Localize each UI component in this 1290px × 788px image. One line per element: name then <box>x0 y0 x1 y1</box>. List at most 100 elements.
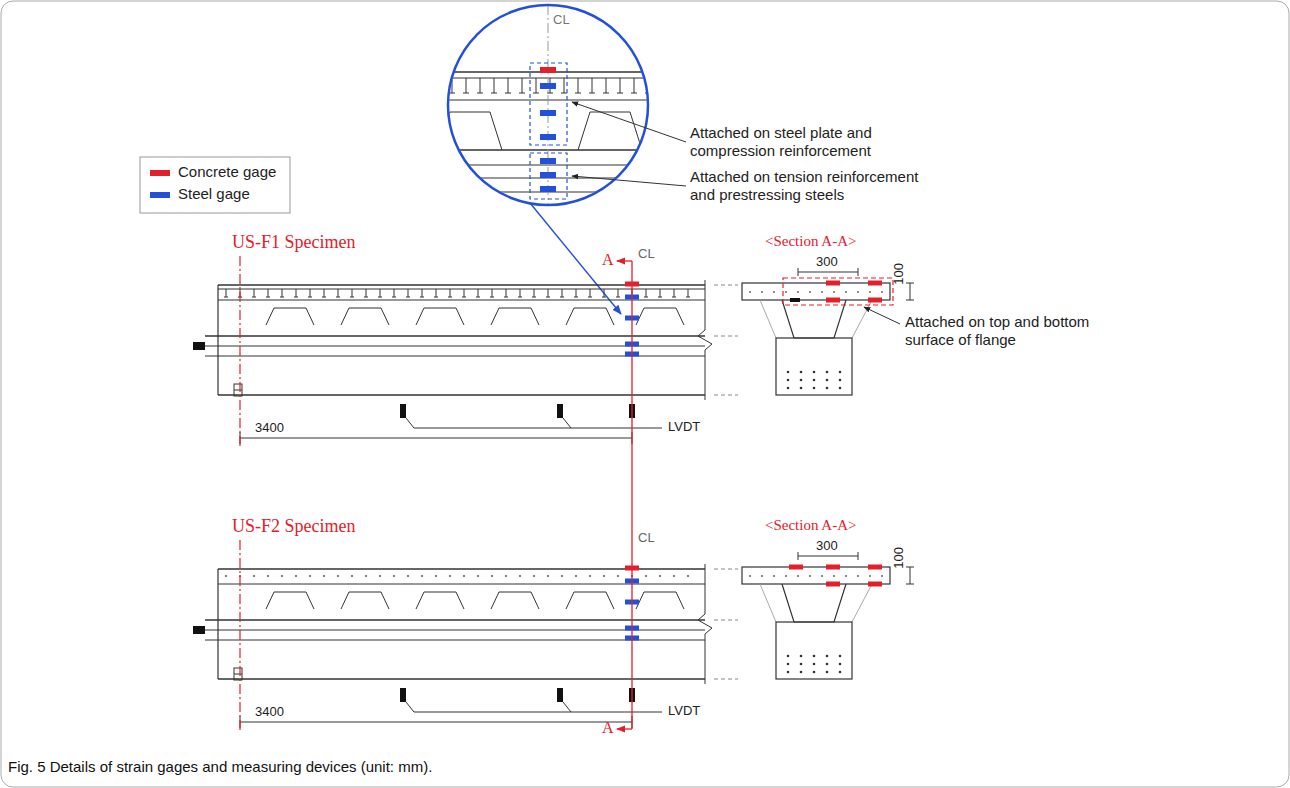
stud <box>450 289 451 297</box>
dimension-tick <box>906 300 914 301</box>
projection-line <box>714 336 738 337</box>
dimension: 300 <box>816 538 838 554</box>
concrete-gage <box>540 67 556 73</box>
rebar-dot <box>833 291 835 293</box>
stud <box>463 93 469 94</box>
stud <box>420 297 424 298</box>
stud <box>308 297 312 298</box>
stud <box>494 78 495 93</box>
stud <box>268 289 269 297</box>
stud <box>646 289 647 297</box>
stud <box>518 297 522 298</box>
deck-rib <box>566 592 614 609</box>
stud <box>617 93 623 94</box>
steel-gage <box>540 186 556 192</box>
leader-arrow <box>864 307 900 324</box>
stud <box>592 78 593 93</box>
dimension-tick <box>798 268 799 276</box>
stud <box>546 297 550 298</box>
zoom-leader <box>530 203 621 314</box>
rebar-dot <box>533 575 535 577</box>
lvdt <box>557 404 563 418</box>
support-line <box>239 256 240 446</box>
stud <box>352 289 353 297</box>
strand-dot <box>787 387 790 390</box>
rebar-dot <box>857 575 859 577</box>
stud <box>252 297 256 298</box>
stud <box>338 289 339 297</box>
deck-rib <box>636 308 684 325</box>
stud <box>226 289 227 297</box>
steel-gage <box>540 110 556 116</box>
strand-dot <box>839 387 842 390</box>
rebar-dot <box>575 575 577 577</box>
rebar-dot <box>225 575 227 577</box>
leader-arrow <box>572 176 686 186</box>
stud <box>575 93 581 94</box>
stud <box>296 289 297 297</box>
stud <box>658 297 662 298</box>
steel-u-section <box>782 300 846 338</box>
anchorage <box>193 626 205 634</box>
rebar-dot <box>845 575 847 577</box>
stud <box>532 297 536 298</box>
rebar-dot <box>365 575 367 577</box>
stud <box>672 297 676 298</box>
beam-end <box>217 569 218 679</box>
callout-note: Attached on tension reinforcement and pr… <box>690 168 930 204</box>
stud <box>310 289 311 297</box>
rebar-dot <box>281 575 283 577</box>
dimension: 3400 <box>255 704 284 720</box>
flange <box>742 567 890 584</box>
deck-rib <box>636 592 684 609</box>
zoom-detail <box>438 5 660 205</box>
steel-gage <box>540 134 556 140</box>
stud <box>547 93 553 94</box>
stud <box>282 289 283 297</box>
dimension-line <box>910 283 911 300</box>
strand-dot <box>839 671 842 674</box>
device-name: LVDT <box>668 419 700 435</box>
strand-dot <box>787 379 790 382</box>
stud <box>522 78 523 93</box>
leader-arrow <box>572 102 686 142</box>
stud <box>364 297 368 298</box>
section-title: <Section A-A> <box>765 516 857 534</box>
stud <box>536 78 537 93</box>
legend-swatch <box>150 170 170 176</box>
center-line-mark: CL <box>638 246 655 262</box>
stud <box>408 289 409 297</box>
support <box>234 668 242 680</box>
deck-rib <box>266 592 314 609</box>
projection-line <box>714 395 738 396</box>
stud <box>618 289 619 297</box>
rebar-dot <box>267 575 269 577</box>
strand-dot <box>826 379 829 382</box>
stud <box>533 93 539 94</box>
stud <box>674 289 675 297</box>
deck-rib <box>491 592 539 609</box>
slab-bottom <box>440 100 660 101</box>
stud <box>392 297 396 298</box>
stud <box>616 297 620 298</box>
strand-dot <box>813 387 816 390</box>
section-cut-line <box>631 261 632 729</box>
stud <box>506 289 507 297</box>
bottom-box <box>776 622 852 679</box>
legend-text: Steel gage <box>178 185 250 203</box>
rebar-dot <box>603 575 605 577</box>
projection-line <box>714 620 738 621</box>
rebar-dot <box>761 575 763 577</box>
figure-caption: Fig. 5 Details of strain gages and measu… <box>8 758 432 776</box>
rebar-dot <box>659 575 661 577</box>
rebar-dot <box>881 575 883 577</box>
steel-gage <box>540 158 556 164</box>
strand-dot <box>800 671 803 674</box>
rebar-dot <box>295 575 297 577</box>
strand-dot <box>826 371 829 374</box>
stud <box>380 289 381 297</box>
strand-dot <box>826 663 829 666</box>
stud <box>688 289 689 297</box>
stud <box>603 93 609 94</box>
